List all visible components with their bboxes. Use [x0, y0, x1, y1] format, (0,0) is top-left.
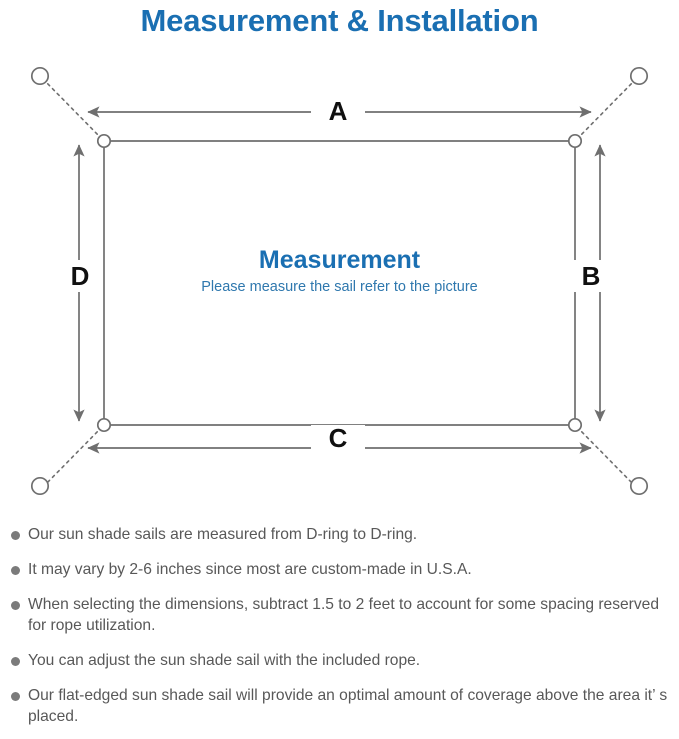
note-text: Our sun shade sails are measured from D-… [28, 526, 418, 543]
measurement-diagram: Measurement Please measure the sail refe… [0, 48, 679, 518]
note-text: It may vary by 2-6 inches since most are… [28, 561, 472, 578]
list-item: You can adjust the sun shade sail with t… [0, 650, 679, 671]
anchor-circle-top-right [629, 66, 649, 86]
anchor-circle-bottom-right [629, 476, 649, 496]
page-title: Measurement & Installation [140, 3, 539, 38]
list-item: When selecting the dimensions, subtract … [0, 594, 679, 636]
d-ring-bottom-left [96, 417, 112, 433]
note-text: When selecting the dimensions, subtract … [28, 596, 660, 634]
bullet-icon [11, 531, 20, 540]
bullet-icon [11, 657, 20, 666]
d-rings [96, 133, 583, 433]
dimension-label-a: A [311, 98, 365, 124]
rope-bottom-left [43, 426, 103, 487]
bullet-icon [11, 692, 20, 701]
d-ring-top-right [567, 133, 583, 149]
note-text: You can adjust the sun shade sail with t… [28, 652, 421, 669]
dimension-label-c: C [311, 425, 365, 451]
d-ring-bottom-right [567, 417, 583, 433]
anchor-points [30, 66, 649, 496]
rope-top-left [43, 79, 103, 140]
rope-lines [43, 79, 636, 487]
bullet-icon [11, 566, 20, 575]
list-item: Our flat-edged sun shade sail will provi… [0, 685, 679, 727]
diagram-center-heading: Measurement [258, 246, 421, 274]
d-ring-top-left [96, 133, 112, 149]
notes-list: Our sun shade sails are measured from D-… [0, 524, 679, 727]
anchor-circle-top-left [30, 66, 50, 86]
rope-top-right [576, 79, 636, 140]
list-item: It may vary by 2-6 inches since most are… [0, 559, 679, 580]
rope-bottom-right [576, 426, 636, 487]
diagram-svg [30, 66, 649, 496]
list-item: Our sun shade sails are measured from D-… [0, 524, 679, 545]
anchor-circle-bottom-left [30, 476, 50, 496]
dimension-label-b: B [573, 260, 609, 292]
note-text: Our flat-edged sun shade sail will provi… [28, 687, 668, 725]
diagram-center-subtitle: Please measure the sail refer to the pic… [201, 279, 478, 295]
bullet-icon [11, 601, 20, 610]
dimension-label-d: D [62, 260, 98, 292]
